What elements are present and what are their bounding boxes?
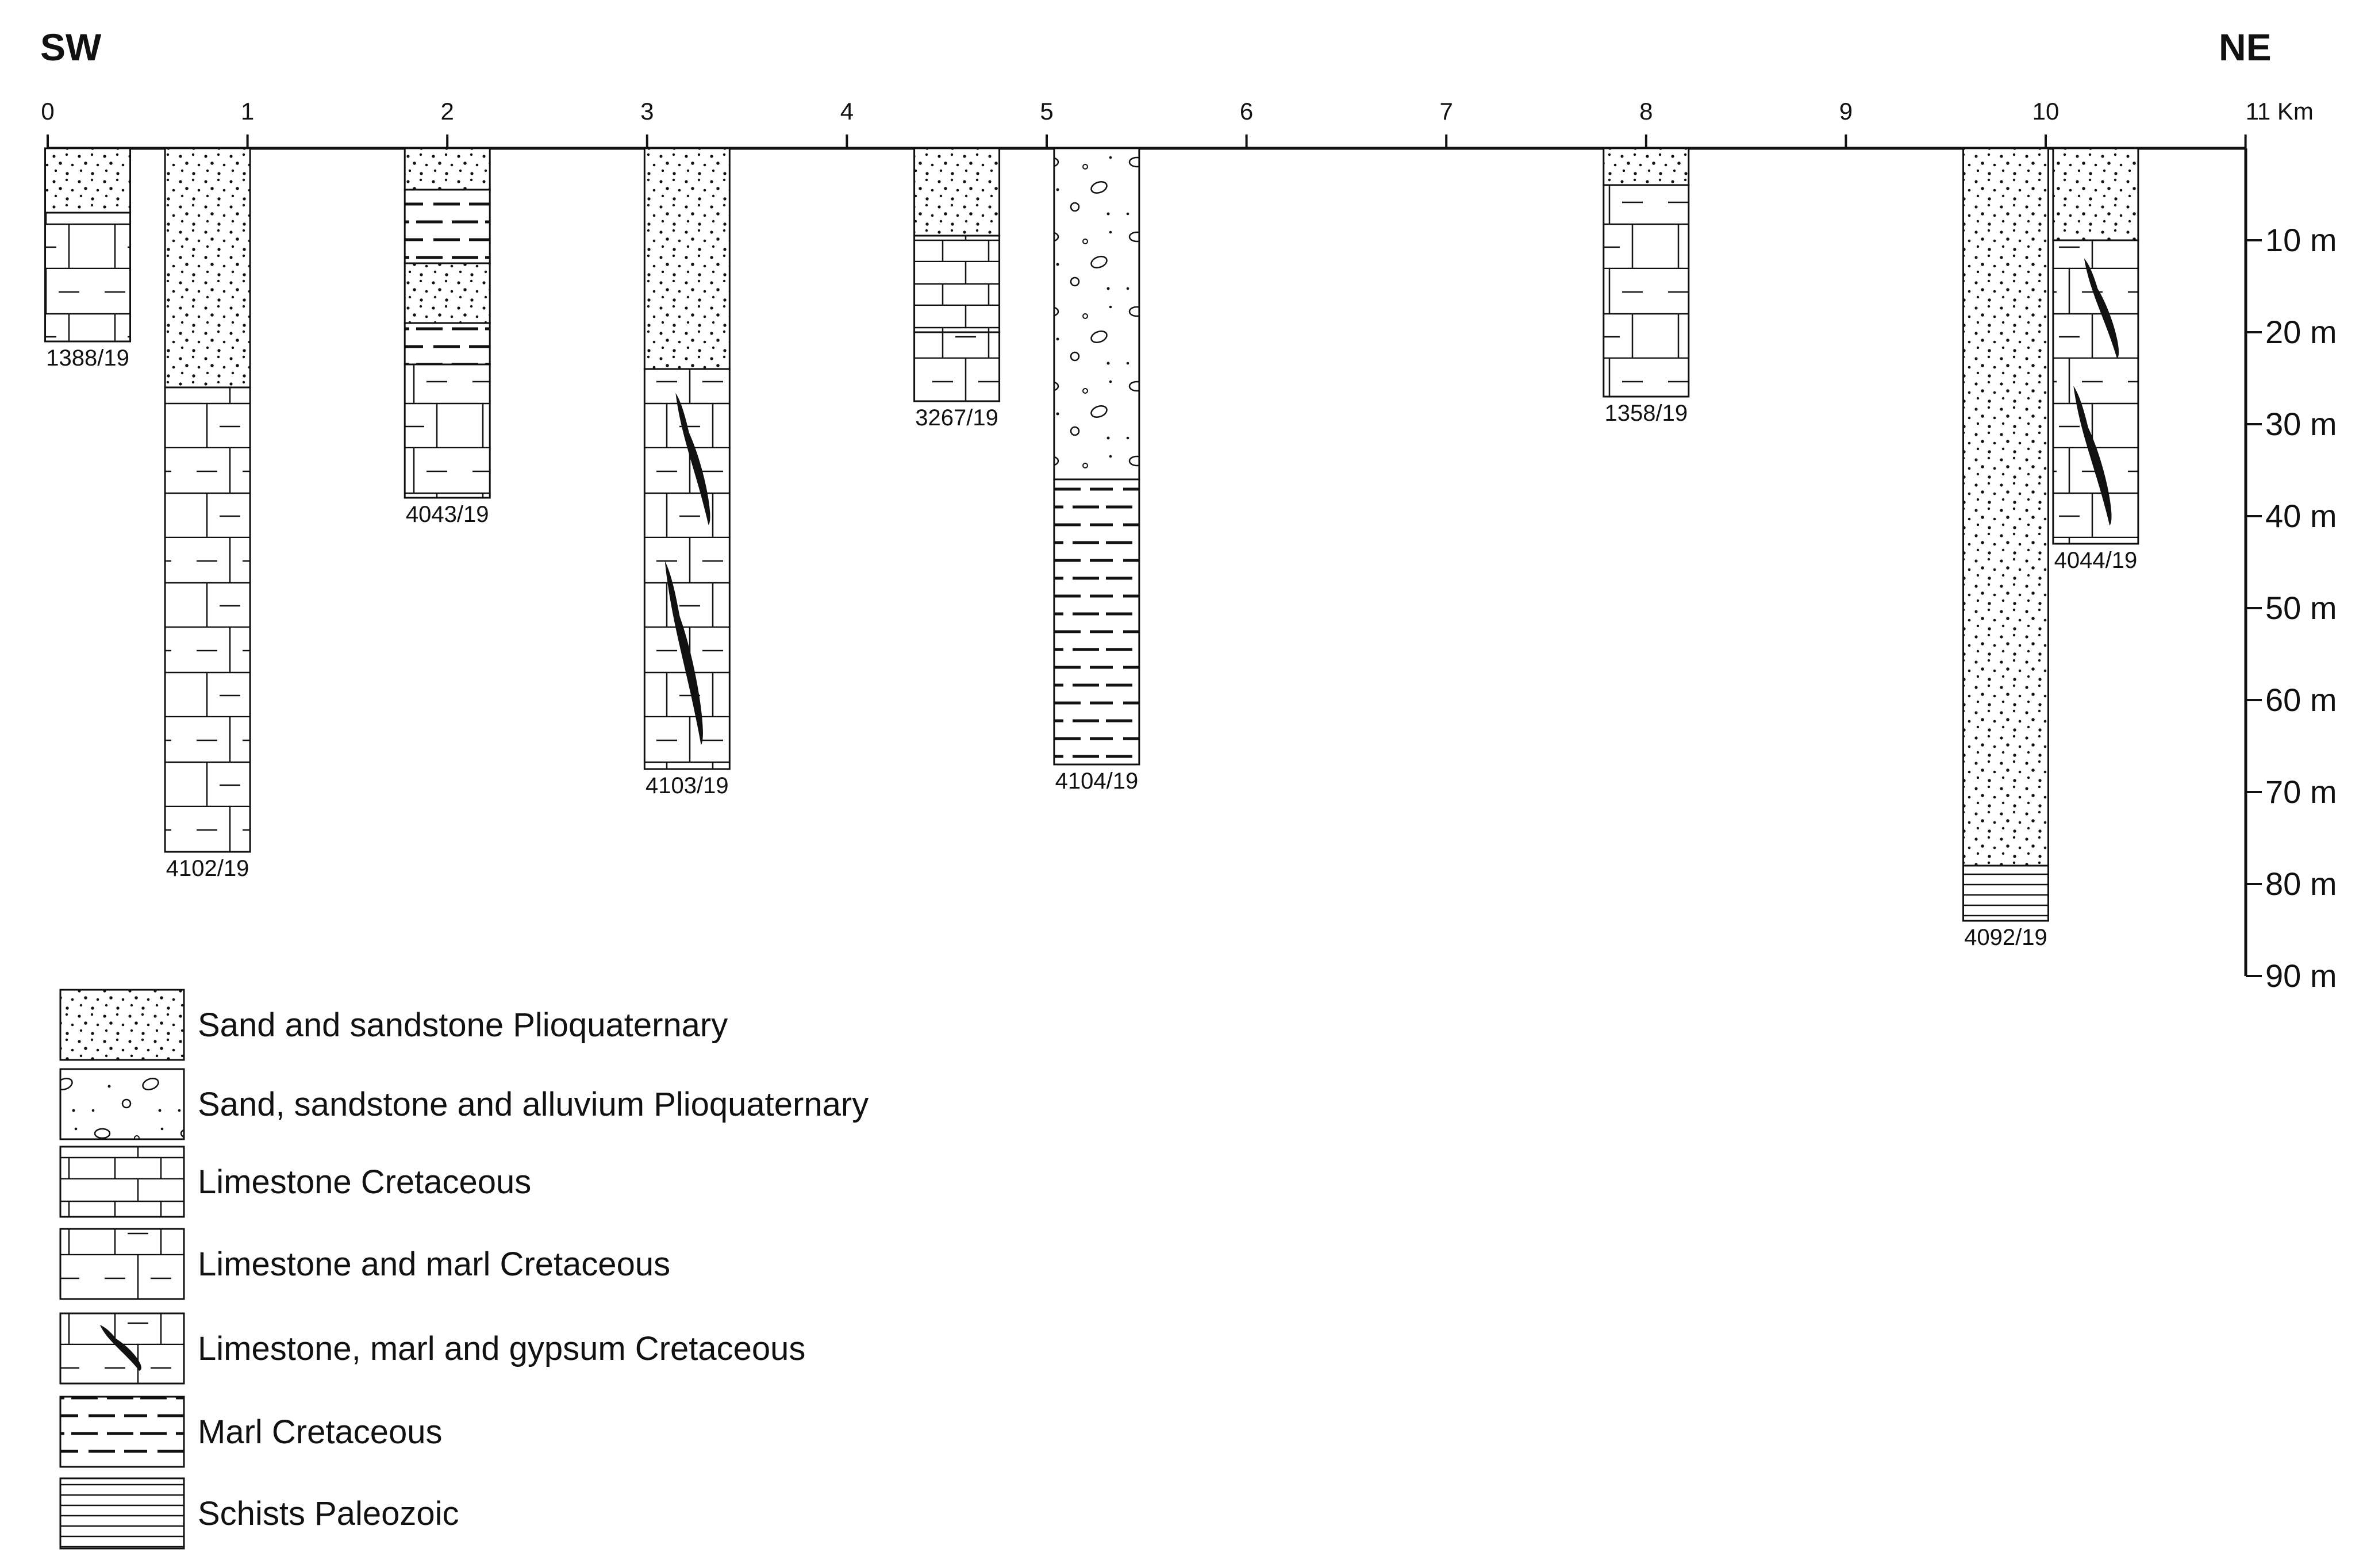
well-label: 3267/19 [915,405,998,431]
well-label: 1388/19 [46,345,129,371]
distance-tick-label: 2 [441,98,454,125]
layer-marl [1053,478,1140,766]
layer-sand [1603,147,1690,186]
well-label: 4103/19 [645,773,729,798]
axes: 0 1 2 3 4 5 6 7 8 9 10 11 Km 10 m 20 m 30 m 40 m 50 m 60 … [41,98,2337,994]
well-label: 4044/19 [2054,548,2138,573]
distance-tick-label: 9 [1839,98,1853,125]
legend-label: Sand and sandstone Plioquaternary [198,1006,728,1044]
gypsum-lens-icon [675,393,710,525]
depth-tick-label: 50 m [2265,590,2337,626]
well-column: 3267/19 [913,147,1001,431]
layer-alluvium [1053,147,1140,481]
legend-item: Schists Paleozoic [59,1477,459,1550]
legend-item: Marl Cretaceous [59,1396,442,1468]
legend-item: Limestone, marl and gypsum Cretaceous [59,1312,805,1385]
well-column: 1388/19 [44,147,132,371]
depth-tick-label: 80 m [2265,866,2337,902]
distance-tick-label: 4 [840,98,854,125]
gypsum-lens-icon [2084,258,2119,359]
layer-sand [164,147,251,389]
legend-label: Schists Paleozoic [198,1495,459,1532]
distance-tick-label: 5 [1040,98,1053,125]
legend-label: Sand, sandstone and alluvium Plioquatern… [198,1086,869,1123]
legend-label: Limestone, marl and gypsum Cretaceous [198,1330,805,1367]
depth-tick-label: 30 m [2265,406,2337,442]
layer-limestone-marl [44,212,132,343]
well-column: 4102/19 [164,147,251,881]
layer-sand [404,147,491,191]
legend-label: Limestone and marl Cretaceous [198,1246,670,1283]
legend-item: Sand, sandstone and alluvium Plioquatern… [59,1068,869,1140]
depth-tick-label: 70 m [2265,774,2337,810]
well-column: 1358/19 [1603,147,1690,426]
layer-sand [404,262,491,324]
layer-marl [404,189,491,264]
layer-sand [1962,147,2049,867]
distance-tick-label: 8 [1639,98,1653,125]
depth-tick-label: 60 m [2265,682,2337,718]
legend-swatch-limestone [59,1146,185,1218]
well-column: 4092/19 [1962,147,2049,950]
distance-tick-label: 3 [640,98,654,125]
well-columns: 1388/19 4102/19 4043/19 4103/19 3267/19 4104/… [44,147,2139,950]
distance-tick-label: 0 [41,98,54,125]
well-column: 4044/19 [2052,147,2139,573]
layer-limestone-marl [404,363,491,499]
layer-limestone-marl [913,331,1001,402]
depth-tick-label: 40 m [2265,498,2337,534]
layer-marl [404,322,491,366]
well-column: 4104/19 [1053,147,1140,794]
legend-item: Sand and sandstone Plioquaternary [59,989,728,1061]
layer-limestone-marl [1603,184,1690,398]
depth-tick-label: 90 m [2265,958,2337,994]
distance-tick-label: 6 [1240,98,1253,125]
legend-label: Marl Cretaceous [198,1413,442,1451]
well-column: 4043/19 [404,147,491,527]
legend-swatch-marl [59,1396,185,1468]
legend-swatch-schists [59,1477,185,1550]
well-label: 1358/19 [1605,401,1688,426]
legend-item: Limestone Cretaceous [59,1146,531,1218]
gypsum-lens-icon [2073,386,2112,526]
depth-tick-label: 20 m [2265,314,2337,350]
distance-tick-label: 11 Km [2246,98,2314,125]
well-column: 4103/19 [643,147,731,798]
layer-limestone [913,235,1001,333]
gypsum-lens-icon [99,1325,142,1371]
well-label: 4092/19 [1964,925,2047,950]
gypsum-lens-icon [664,561,703,745]
well-label: 4102/19 [166,856,249,881]
legend-swatch-alluvium [59,1068,185,1140]
layer-sand [44,147,132,214]
layer-limestone-marl [164,386,251,853]
legend-item: Limestone and marl Cretaceous [59,1228,670,1300]
layer-sand [913,147,1001,237]
layer-sand [2052,147,2139,241]
well-label: 4104/19 [1055,768,1139,794]
depth-tick-label: 10 m [2265,222,2337,258]
legend-swatch-limestone-marl [59,1228,185,1300]
direction-ne: NE [2219,26,2272,68]
layer-sand [643,147,731,370]
direction-sw: SW [40,26,102,68]
layer-schists [1962,864,2049,922]
well-label: 4043/19 [406,502,489,527]
distance-tick-label: 10 [2032,98,2060,125]
legend-label: Limestone Cretaceous [198,1163,531,1201]
distance-tick-label: 7 [1440,98,1453,125]
legend-swatch-sand [59,989,185,1061]
distance-tick-label: 1 [241,98,254,125]
